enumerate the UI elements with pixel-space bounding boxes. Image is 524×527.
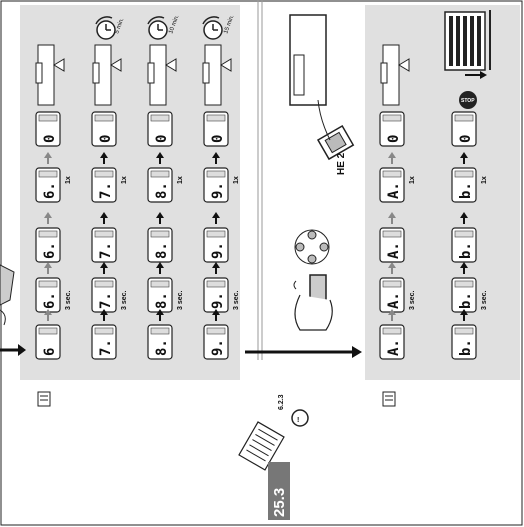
right-display-1-bottom: b.	[452, 325, 476, 359]
right-display-0-zero: 0	[380, 112, 404, 146]
right-display-value: b.	[458, 242, 474, 259]
right-display-1-row2: b.	[452, 228, 476, 262]
left-display-0-row3: 6.	[36, 278, 60, 312]
left-hold-label: 3 sec.	[177, 290, 184, 310]
right-display-value: 0	[386, 135, 402, 143]
left-display-1-row2: 7.	[92, 228, 116, 262]
left-display-value: 0	[210, 135, 226, 143]
left-display-value: 7.	[98, 339, 114, 356]
info-icon: !	[292, 410, 308, 426]
stop-label: STOP	[461, 98, 475, 104]
left-display-value: 8.	[154, 242, 170, 259]
left-display-value: 7.	[98, 242, 114, 259]
manual-icon-left	[38, 392, 50, 406]
right-display-value: b.	[458, 182, 474, 199]
left-display-0-zero: 0	[36, 112, 60, 146]
right-press-label: 1x	[409, 176, 416, 184]
right-display-value: A.	[386, 242, 402, 259]
left-display-value: 0	[154, 135, 170, 143]
left-display-value: 7.	[98, 182, 114, 199]
left-display-2-row3: 8.	[148, 278, 172, 312]
left-display-value: 7.	[98, 292, 114, 309]
left-display-3-bottom: 9.	[204, 325, 228, 359]
left-hold-label: 3 sec.	[233, 290, 240, 310]
left-display-value: 9.	[210, 182, 226, 199]
right-display-1-zero: 0	[452, 112, 476, 146]
left-press-label: 1x	[177, 176, 184, 184]
right-display-1-row1: b.	[452, 168, 476, 202]
left-display-3-row2: 9.	[204, 228, 228, 262]
left-display-3-row1: 9.	[204, 168, 228, 202]
left-display-3-row3: 9.	[204, 278, 228, 312]
right-hold-label: 3 sec.	[481, 290, 488, 310]
door-top	[290, 15, 326, 105]
reference-number: 6.2.3	[278, 394, 285, 410]
left-display-0-row1: 6.	[36, 168, 60, 202]
manual-ref-label: 25.3	[271, 488, 288, 517]
right-display-value: b.	[458, 339, 474, 356]
left-panel: 5 min. 10 min. 15 min. 06.1x6.6.3 sec.60…	[0, 5, 240, 406]
left-display-value: 0	[98, 135, 114, 143]
left-display-0-bottom: 6	[36, 325, 60, 359]
left-display-1-row1: 7.	[92, 168, 116, 202]
right-display-0-row3: A.	[380, 278, 404, 312]
right-press-label: 1x	[481, 176, 488, 184]
left-display-value: 6.	[42, 242, 58, 259]
left-display-value: 6.	[42, 182, 58, 199]
left-display-value: 0	[42, 135, 58, 143]
left-display-value: 6.	[42, 292, 58, 309]
left-display-1-zero: 0	[92, 112, 116, 146]
left-display-value: 8.	[154, 292, 170, 309]
left-display-value: 9.	[210, 292, 226, 309]
left-display-3-zero: 0	[204, 112, 228, 146]
left-display-value: 8.	[154, 339, 170, 356]
left-display-value: 8.	[154, 182, 170, 199]
left-display-2-bottom: 8.	[148, 325, 172, 359]
left-press-label: 1x	[233, 176, 240, 184]
left-display-2-row1: 8.	[148, 168, 172, 202]
left-hold-label: 3 sec.	[65, 290, 72, 310]
right-display-value: 0	[458, 135, 474, 143]
stop-icon: STOP	[459, 91, 477, 109]
right-display-0-bottom: A.	[380, 325, 404, 359]
left-press-label: 1x	[65, 176, 72, 184]
left-press-label: 1x	[121, 176, 128, 184]
remote-pad	[295, 230, 329, 264]
receiver-label: HE 2	[336, 152, 347, 175]
manual-icon-right	[383, 392, 395, 406]
left-display-2-row2: 8.	[148, 228, 172, 262]
right-display-value: A.	[386, 339, 402, 356]
left-display-value: 6	[42, 348, 58, 356]
left-display-1-bottom: 7.	[92, 325, 116, 359]
gate-icon	[445, 10, 490, 79]
left-display-0-row2: 6.	[36, 228, 60, 262]
left-display-value: 9.	[210, 339, 226, 356]
left-display-value: 9.	[210, 242, 226, 259]
right-display-1-row3: b.	[452, 278, 476, 312]
right-display-value: A.	[386, 182, 402, 199]
right-display-value: b.	[458, 292, 474, 309]
right-display-0-row2: A.	[380, 228, 404, 262]
left-display-1-row3: 7.	[92, 278, 116, 312]
left-hold-label: 3 sec.	[121, 290, 128, 310]
right-display-value: A.	[386, 292, 402, 309]
right-panel: STOP 0A. 1xA. A. 3 sec. A. 0 b. 1x b. b. 3 sec. b.	[365, 5, 520, 406]
svg-text:!: !	[297, 417, 299, 424]
right-display-0-row1: A.	[380, 168, 404, 202]
left-display-2-zero: 0	[148, 112, 172, 146]
right-hold-label: 3 sec.	[409, 290, 416, 310]
